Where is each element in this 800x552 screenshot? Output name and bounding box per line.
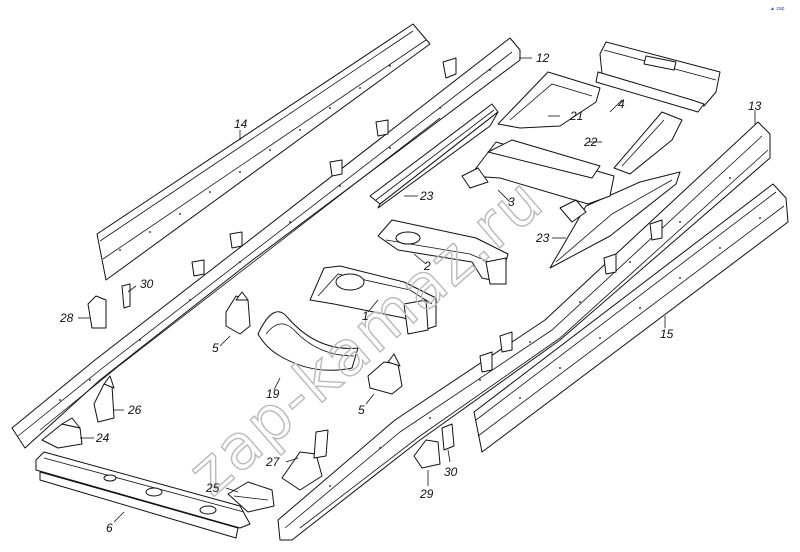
part-19-curved-gusset [257, 311, 359, 371]
callout-30-left: 30 [140, 277, 154, 291]
part-4-rear-crossmember [595, 41, 721, 113]
callout-26: 26 [127, 403, 142, 417]
callout-5-lower: 5 [358, 403, 365, 417]
callout-28: 28 [59, 311, 74, 325]
part-30-clip-left [121, 283, 131, 309]
callout-29: 29 [419, 487, 434, 501]
leader-lines [78, 57, 756, 523]
callout-23-right: 23 [535, 231, 550, 245]
part-15-reinforcement [473, 183, 789, 453]
part-5-bracket-upper [225, 291, 251, 335]
part-23-gusset-plate [549, 171, 681, 269]
part-14-reinforcement [96, 23, 431, 281]
part-28-bracket [87, 295, 107, 329]
part-6-front-crossmember [35, 451, 251, 539]
callout-6: 6 [106, 521, 113, 535]
callout-13: 13 [748, 99, 762, 113]
part-30-clip-right [441, 423, 455, 451]
callout-24: 24 [95, 431, 110, 445]
part-2-crossmember [377, 219, 509, 285]
callout-labels: 12 14 13 15 4 21 22 23 23 3 2 1 5 5 19 6… [59, 51, 762, 535]
callout-5-upper: 5 [212, 341, 219, 355]
part-29-bracket [413, 439, 441, 469]
part-12-left-side-member [11, 37, 521, 449]
corner-mark: ▲ zap [770, 6, 785, 12]
part-13-right-side-member [277, 121, 771, 541]
part-23-angle-plate [369, 103, 499, 209]
callout-3: 3 [508, 195, 515, 209]
callout-21: 21 [569, 109, 583, 123]
part-3-crossmember [461, 139, 615, 223]
part-27-bracket [281, 429, 329, 491]
callout-23-upper: 23 [419, 189, 434, 203]
part-5-bracket-lower [367, 353, 403, 395]
part-21-gusset [497, 71, 601, 129]
part-26-bracket [93, 375, 115, 423]
callout-4: 4 [618, 97, 625, 111]
callout-22: 22 [583, 135, 598, 149]
callout-27: 27 [265, 455, 281, 469]
callout-14: 14 [234, 117, 248, 131]
callout-25: 25 [205, 481, 220, 495]
callout-19: 19 [266, 387, 280, 401]
callout-12: 12 [536, 51, 550, 65]
callout-30-right: 30 [444, 465, 458, 479]
part-24-bracket [41, 417, 83, 449]
part-25-bracket [227, 481, 275, 513]
callout-2: 2 [423, 259, 431, 273]
rivet-holes [59, 65, 761, 487]
callout-1: 1 [362, 309, 369, 323]
part-22-gusset [613, 111, 683, 175]
callout-15: 15 [660, 327, 674, 341]
